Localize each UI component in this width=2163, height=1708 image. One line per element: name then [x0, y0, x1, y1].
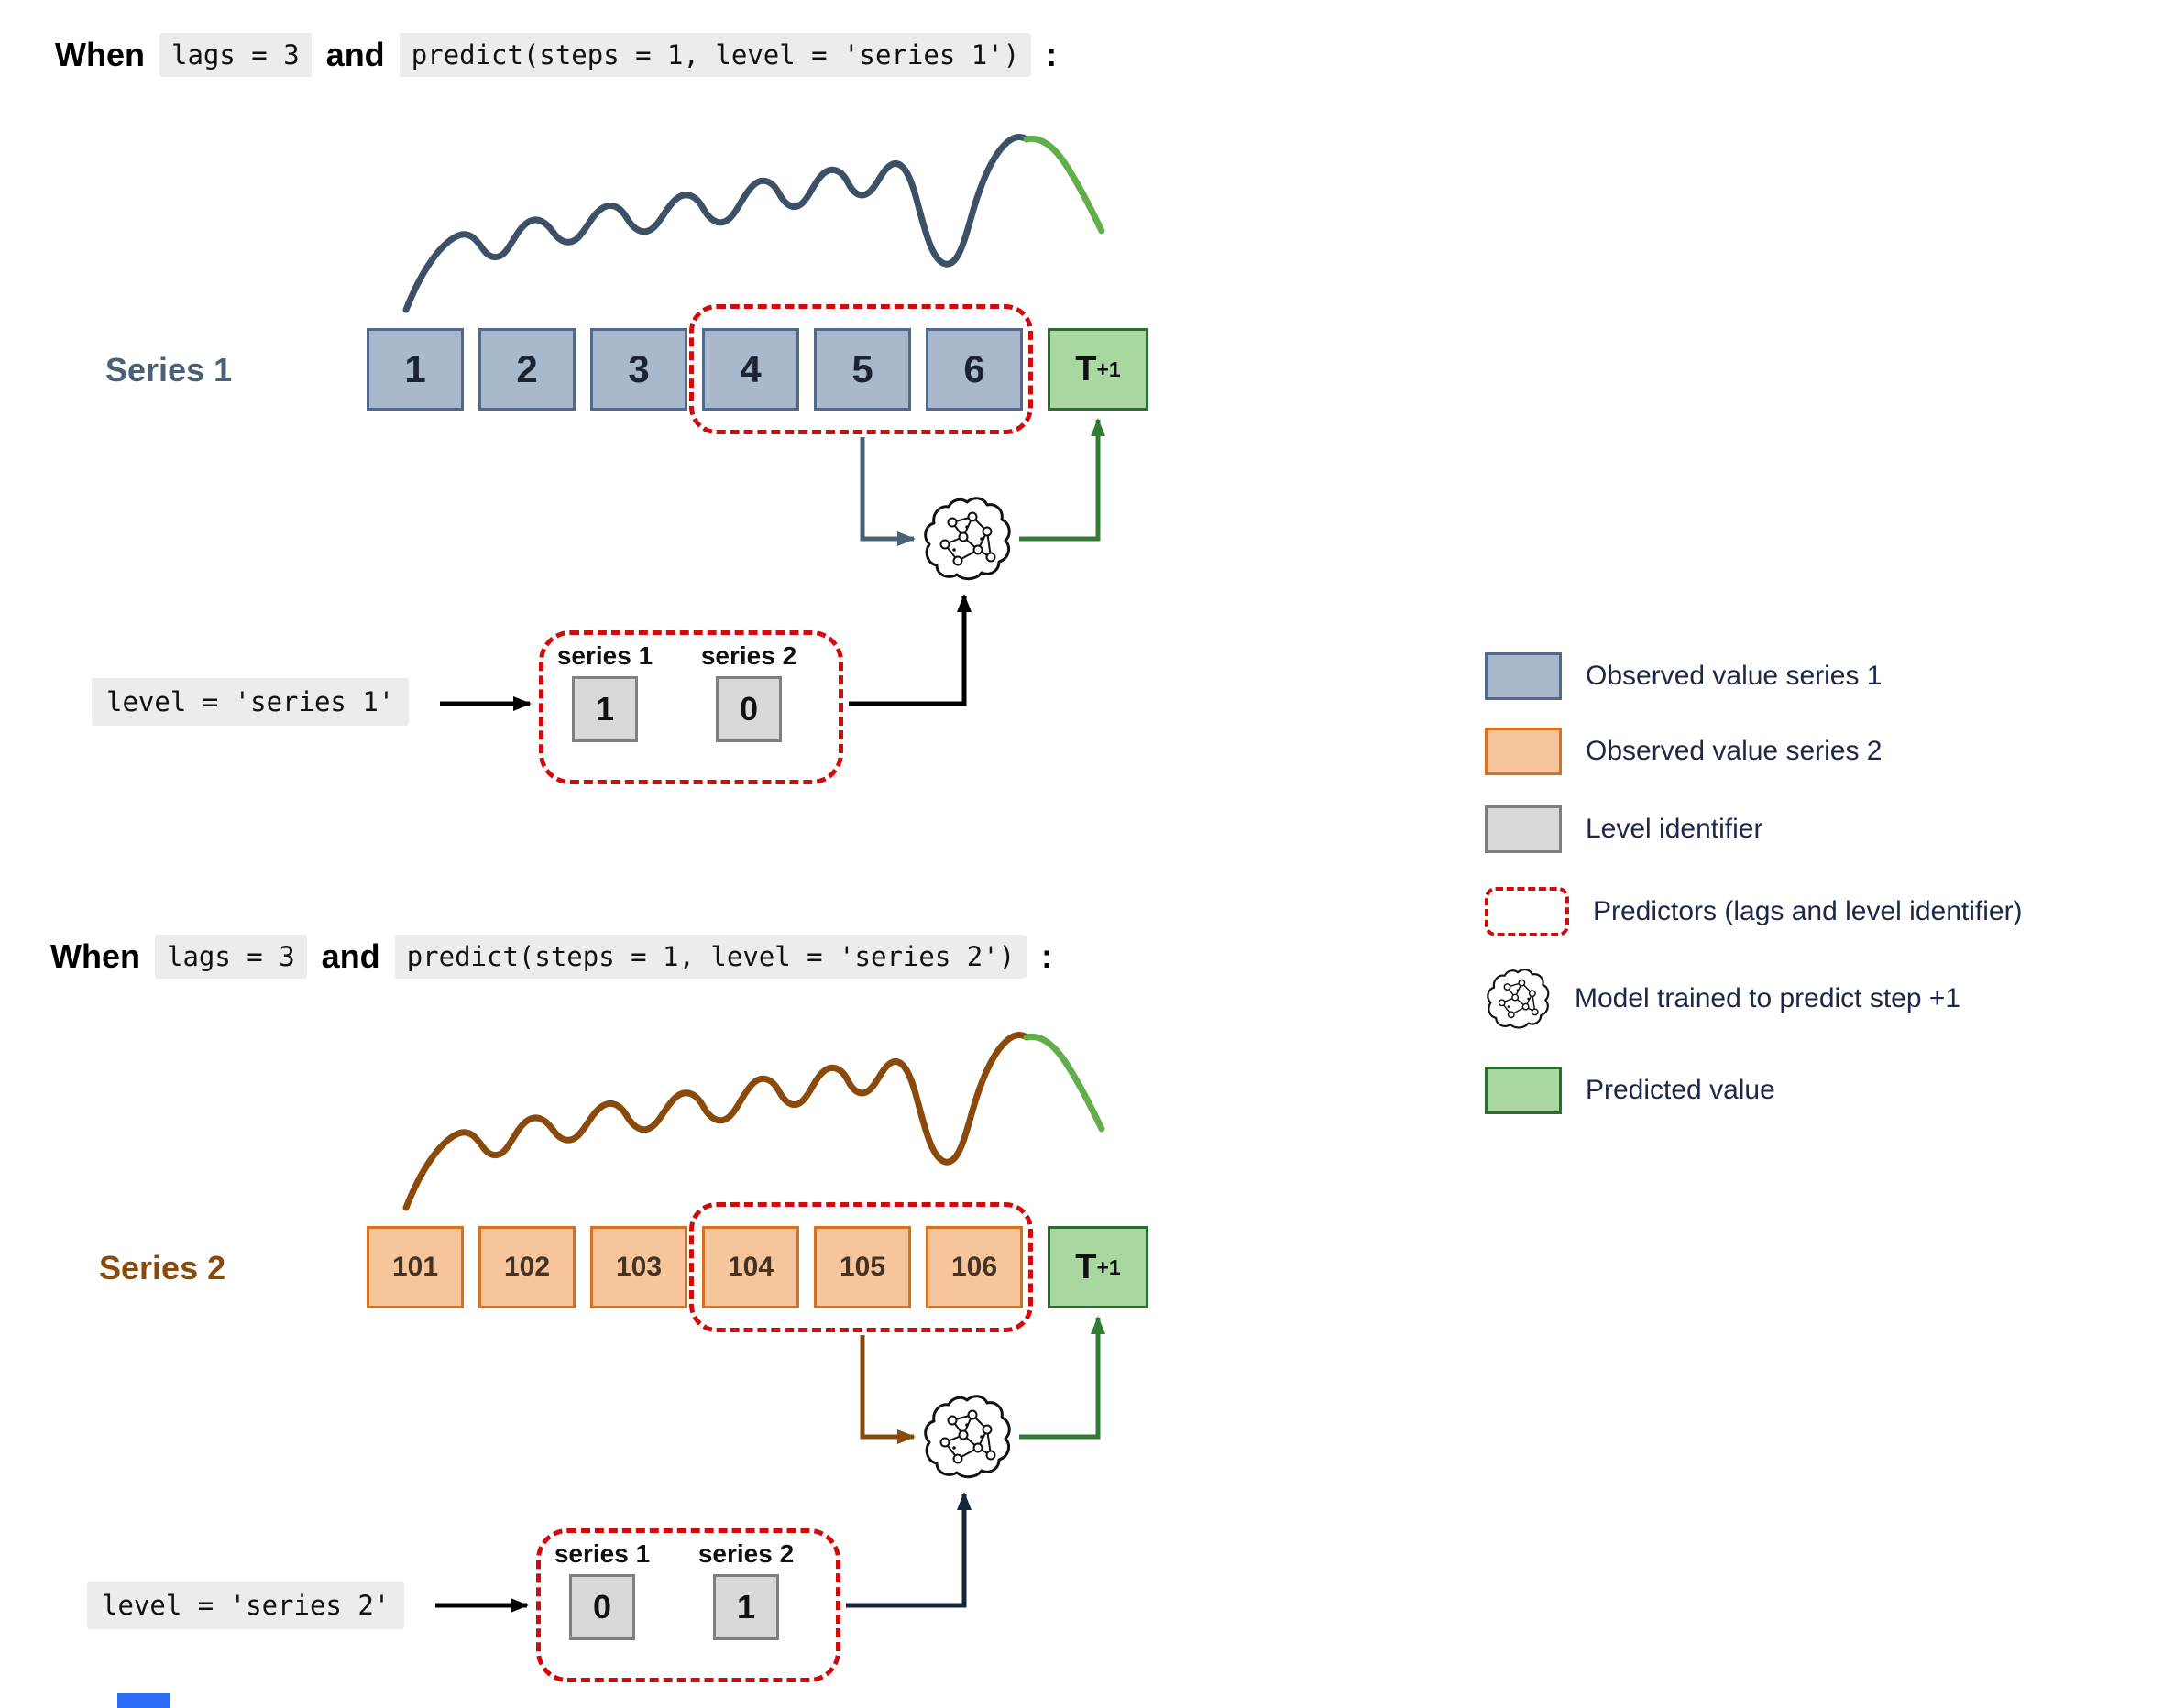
predictors-level-frame-1	[539, 630, 843, 784]
level-to-model-arrow-1	[849, 594, 972, 706]
legend-label: Predictors (lags and level identifier)	[1593, 896, 2023, 926]
model-brain-icon-1	[921, 493, 1013, 585]
series2-lag-box-6: 106	[926, 1226, 1023, 1308]
model-brain-icon-2	[921, 1391, 1013, 1483]
legend-item-observed-series1: Observed value series 1	[1485, 652, 1883, 700]
title-and-2: and	[321, 937, 380, 975]
title-and-1: and	[325, 36, 385, 73]
series2-label: Series 2	[99, 1249, 226, 1286]
lags-code-chip-1: lags = 3	[159, 33, 312, 77]
lags-to-model-arrow-2	[860, 1335, 916, 1444]
legend-item-predictors: Predictors (lags and level identifier)	[1485, 887, 2023, 936]
predictors-lags-frame-2	[689, 1202, 1033, 1332]
series2-wave-green-tail	[1023, 1033, 1105, 1133]
predicted-t-1: T	[1075, 349, 1097, 389]
series1-label: Series 1	[105, 351, 233, 389]
predict-code-chip-2: predict(steps = 1, level = 'series 2')	[394, 935, 1027, 979]
series2-lag-box-1: 101	[367, 1226, 464, 1308]
panel2-title: When lags = 3 and predict(steps = 1, lev…	[50, 935, 1052, 979]
panel1-title: When lags = 3 and predict(steps = 1, lev…	[55, 33, 1057, 77]
series1-lag-box-1: 1	[367, 328, 464, 411]
series1-lag-box-2: 2	[478, 328, 576, 411]
title-when-1: When	[55, 36, 145, 73]
series2-lag-box-2: 102	[478, 1226, 576, 1308]
legend-item-level-identifier: Level identifier	[1485, 805, 1762, 853]
level-value-box-2a: 0	[569, 1574, 635, 1640]
series1-lag-box-5: 5	[814, 328, 911, 411]
legend-label: Observed value series 2	[1586, 736, 1883, 766]
series1-lag-box-4: 4	[702, 328, 799, 411]
predict-code-chip-1: predict(steps = 1, level = 'series 1')	[399, 33, 1032, 77]
legend-label: Observed value series 1	[1586, 661, 1883, 691]
model-to-prediction-arrow-1	[1019, 418, 1105, 542]
legend-label: Level identifier	[1586, 814, 1763, 844]
level-col-series2-label-1: series 2	[700, 641, 797, 670]
predictors-lags-frame-1	[689, 304, 1033, 434]
predicted-sub-2: +1	[1096, 1254, 1121, 1279]
series1-swatch	[1485, 652, 1562, 700]
level-value-box-1b: 0	[716, 676, 782, 742]
predicted-value-swatch	[1485, 1067, 1562, 1114]
title-when-2: When	[50, 937, 140, 975]
title-colon-2: :	[1041, 937, 1053, 975]
level-code-chip-2: level = 'series 2'	[87, 1582, 405, 1629]
legend-item-predicted-value: Predicted value	[1485, 1067, 1775, 1114]
legend-item-observed-series2: Observed value series 2	[1485, 728, 1883, 775]
model-to-prediction-arrow-2	[1019, 1316, 1105, 1440]
legend-label: Predicted value	[1586, 1075, 1775, 1105]
clipped-bottom-element	[117, 1693, 170, 1708]
level-identifier-swatch	[1485, 805, 1562, 853]
series1-wave	[402, 134, 1105, 313]
lags-code-chip-2: lags = 3	[154, 935, 307, 979]
legend-label: Model trained to predict step +1	[1575, 983, 1961, 1013]
level-value-box-2b: 1	[713, 1574, 779, 1640]
series2-lag-box-5: 105	[814, 1226, 911, 1308]
series2-lag-box-3: 103	[590, 1226, 687, 1308]
predictors-level-frame-2	[536, 1528, 840, 1682]
level-col-series2-label-2: series 2	[697, 1539, 795, 1568]
series1-lag-box-3: 3	[590, 328, 687, 411]
level-col-series1-label-1: series 1	[556, 641, 653, 670]
series2-lag-box-4: 104	[702, 1226, 799, 1308]
level-value-box-1a: 1	[572, 676, 638, 742]
level-to-model-arrow-2	[846, 1492, 972, 1608]
series1-wave-green-tail	[1023, 135, 1105, 235]
title-colon-1: :	[1046, 36, 1058, 73]
series1-lag-box-6: 6	[926, 328, 1023, 411]
predictors-dashed-swatch	[1485, 887, 1569, 936]
level-code-chip-1: level = 'series 1'	[92, 678, 410, 726]
model-brain-icon	[1485, 966, 1551, 1032]
legend-item-model: Model trained to predict step +1	[1485, 966, 1960, 1032]
predicted-t-2: T	[1075, 1247, 1097, 1286]
series2-swatch	[1485, 728, 1562, 775]
predicted-value-box-2: T+1	[1048, 1226, 1148, 1308]
predicted-sub-1: +1	[1096, 356, 1121, 381]
level-col-series1-label-2: series 1	[554, 1539, 651, 1568]
predicted-value-box-1: T+1	[1048, 328, 1148, 411]
lags-to-model-arrow-1	[860, 437, 916, 546]
series2-wave	[402, 1032, 1105, 1211]
